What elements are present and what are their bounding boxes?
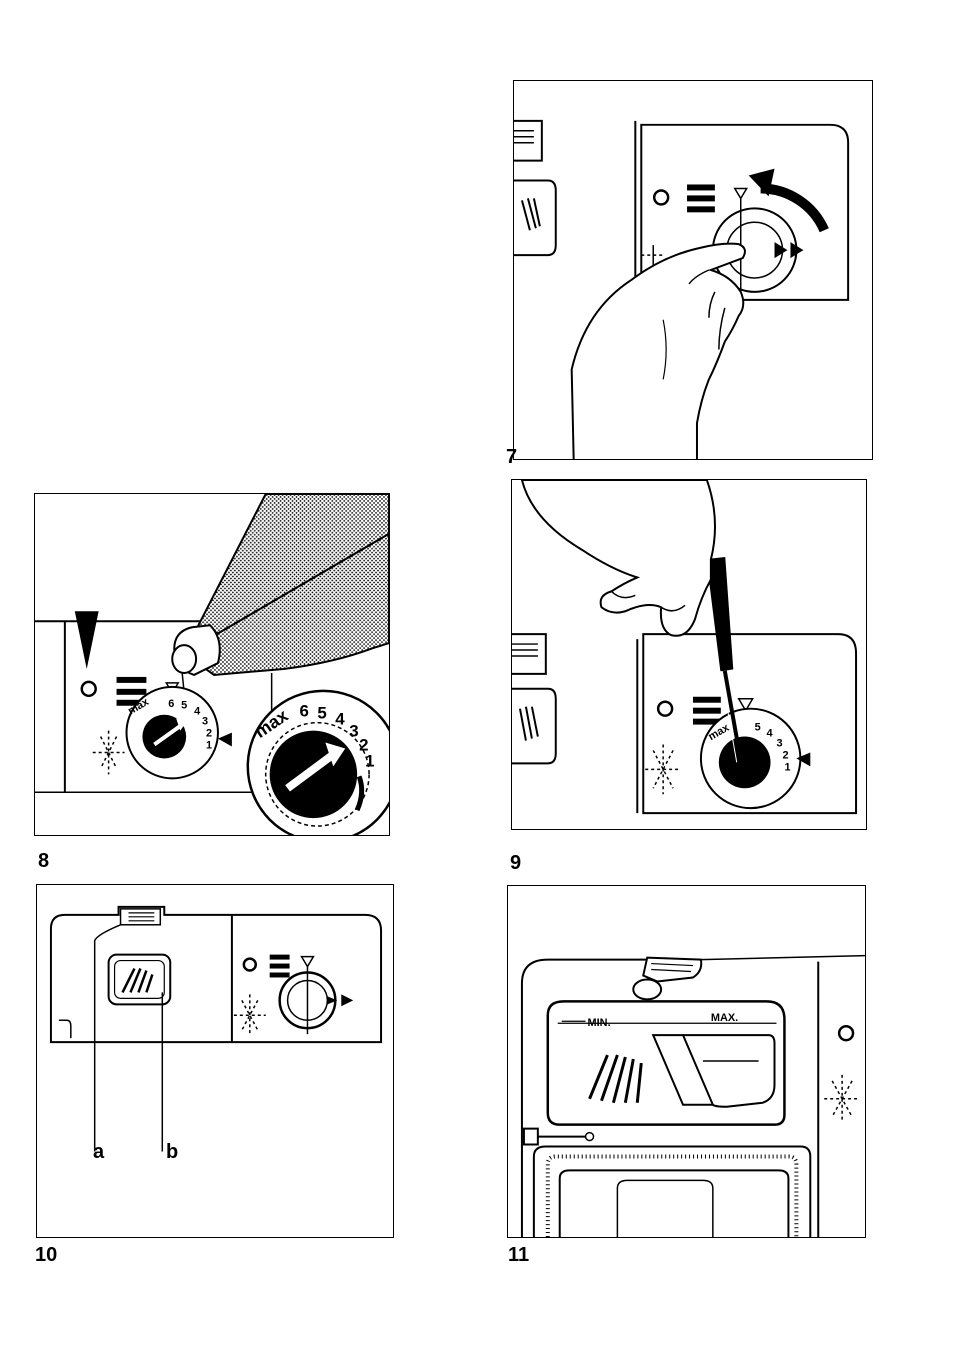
large-dial-digit: 4 [335,710,345,729]
large-dial-digit: 3 [349,722,358,741]
figure-9-illustration: max 5 4 3 2 1 [512,480,866,829]
figure-7-number: 7 [506,446,517,469]
small-dial-digit: 3 [202,716,208,728]
figure-8-number: 8 [38,850,49,873]
figure-11-number: 11 [508,1244,529,1267]
rinse-aid-icon [117,677,147,683]
detergent-compartment [109,955,171,1005]
dial-digit: 5 [755,722,761,734]
dial-digit: 4 [767,728,774,740]
rinse-aid-icon [693,697,721,703]
figure-11-illustration: MIN. MAX. [508,886,865,1237]
figure-10-illustration [37,885,393,1237]
sparkle-icon [645,744,681,794]
callout-a: a [93,1141,104,1164]
min-level-label: MIN. [588,1017,611,1029]
figure-11-panel: MIN. MAX. [507,885,866,1238]
salt-indicator-icon [654,190,668,204]
figure-9-number: 9 [510,852,521,875]
large-dial-digit: 6 [299,702,308,721]
figure-10-panel: a b [36,884,394,1238]
figure-9-panel: max 5 4 3 2 1 [511,479,867,830]
hand-illustration [572,244,745,459]
rinse-aid-icon [270,955,290,960]
salt-indicator-icon [839,1026,853,1040]
dial-digit: 2 [782,749,788,761]
figure-10-number: 10 [35,1244,57,1267]
figure-7-panel [513,80,873,460]
small-dial-digit: 4 [194,706,201,718]
small-dial-digit: 6 [168,698,174,710]
rinse-aid-icon [687,184,715,190]
open-marker-icon [735,188,747,198]
down-arrow-icon [75,611,99,669]
small-dial-digit: 5 [181,700,187,712]
small-dial-digit: 2 [206,728,212,740]
figure-7-illustration [514,81,872,459]
small-dial-digit: 1 [206,740,212,752]
sparkle-icon [93,731,125,775]
hand-illustration [522,480,715,636]
large-dial-digit: 1 [365,751,374,770]
figure-8-panel: max 6 5 4 3 2 1 max 6 5 4 3 2 1 [34,493,390,836]
sparkle-icon [234,994,266,1036]
figure-8-illustration: max 6 5 4 3 2 1 max 6 5 4 3 2 1 [35,494,389,835]
sparkle-icon [824,1075,860,1123]
dial-pointer-icon [341,994,353,1006]
dial-digit: 1 [784,761,790,773]
max-level-label: MAX. [711,1012,738,1024]
callout-b: b [166,1141,178,1164]
salt-indicator-icon [244,959,256,971]
salt-indicator-icon [658,702,672,716]
dial-digit: 3 [776,737,782,749]
dial-pointer-icon [218,733,232,747]
large-dial-digit: 5 [317,704,326,723]
salt-indicator-icon [82,682,96,696]
